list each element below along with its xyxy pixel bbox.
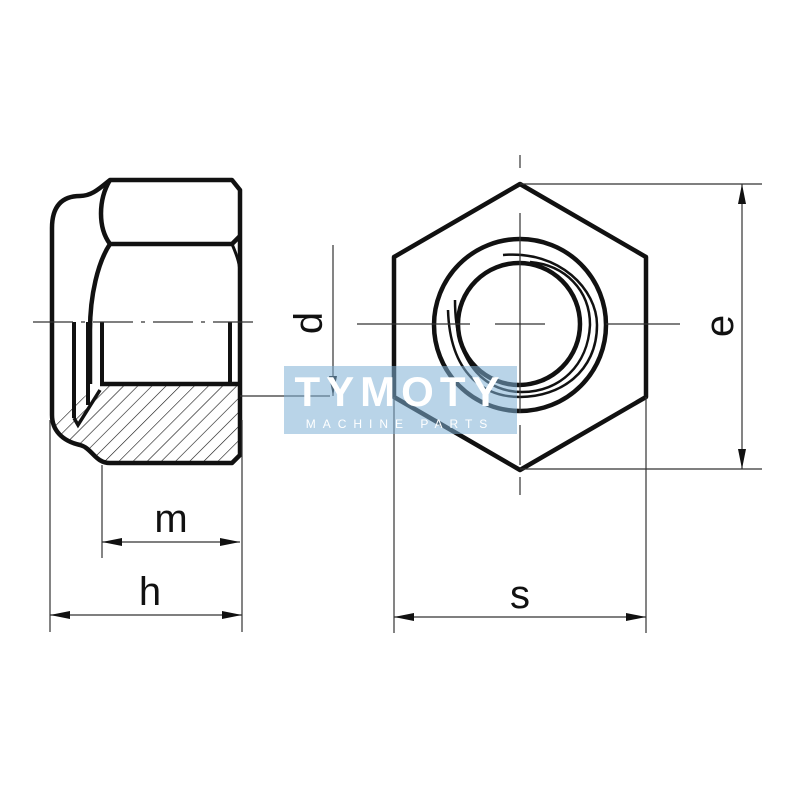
label-d: d [287,312,331,334]
dimension-m: m [101,465,240,558]
front-view [357,155,680,495]
dimension-s: s [393,397,647,633]
label-m: m [154,497,187,541]
hex-band [98,178,242,247]
right-flank [230,243,242,276]
insert-tip [72,389,102,429]
watermark: TYMOTY MACHINE PARTS [284,366,517,434]
flank-curve [87,242,112,384]
label-e: e [698,315,742,337]
dimension-e: e [520,183,762,470]
dimension-h: h [49,420,243,632]
hexagon-outline [391,181,649,473]
watermark-title: TYMOTY [295,368,506,415]
nut-outline [49,177,243,466]
section-hatch [52,384,240,463]
side-view [33,177,330,466]
label-h: h [139,570,161,614]
watermark-subtitle: MACHINE PARTS [306,417,495,431]
label-s: s [510,573,530,617]
